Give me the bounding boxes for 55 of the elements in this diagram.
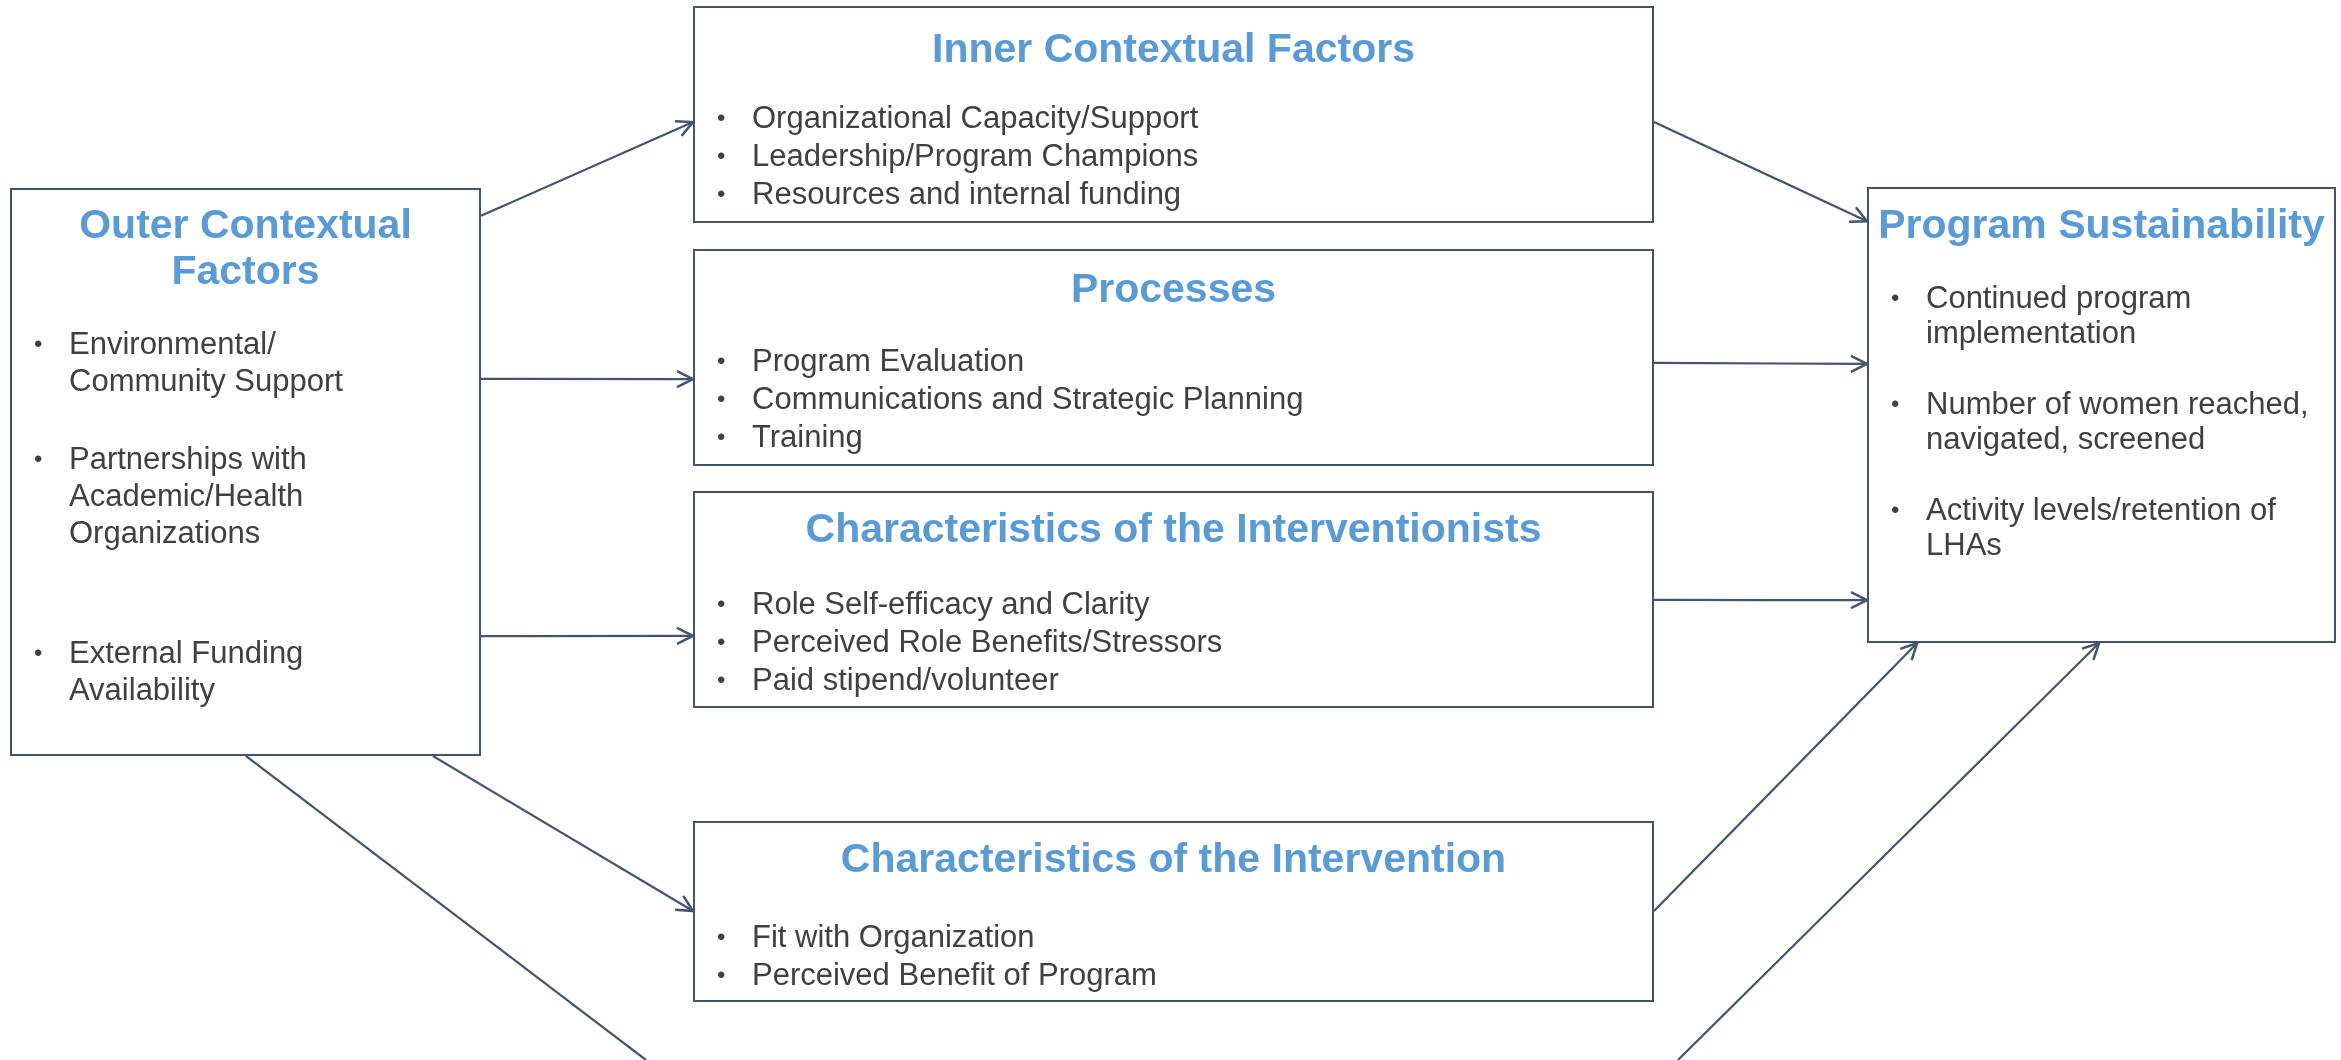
arrow — [1653, 641, 1919, 912]
arrow — [481, 369, 695, 389]
bullet-marker: • — [717, 922, 727, 952]
bullet-marker: • — [717, 384, 727, 414]
bullet-marker: • — [1891, 495, 1901, 525]
box-heading: Outer Contextual Factors — [78, 201, 413, 293]
factor-box — [693, 249, 1654, 466]
bullet-marker: • — [34, 638, 44, 668]
bullet-item: Activity levels/retention of LHAs — [1926, 492, 2277, 562]
box-heading: Inner Contextual Factors — [931, 25, 1416, 71]
bullet-item: Organizational Capacity/Support — [752, 99, 1199, 137]
bullet-item: Program Evaluation — [752, 342, 1025, 380]
bullet-item: Paid stipend/volunteer — [752, 661, 1059, 699]
bullet-marker: • — [34, 444, 44, 474]
bullet-marker: • — [717, 179, 727, 209]
bullet-marker: • — [717, 103, 727, 133]
bullet-marker: • — [717, 589, 727, 619]
arrow — [480, 120, 695, 217]
box-heading: Characteristics of the Interventionists — [804, 505, 1543, 551]
bullet-item: Leadership/Program Champions — [752, 137, 1199, 175]
arrow — [1654, 354, 1869, 374]
bullet-marker: • — [34, 329, 44, 359]
factor-box — [10, 188, 481, 756]
bullet-item: Fit with Organization — [752, 918, 1035, 956]
bullet-marker: • — [717, 960, 727, 990]
bullet-item: Environmental/ Community Support — [69, 325, 344, 399]
factor-box — [693, 6, 1654, 223]
bullet-item: Partnerships with Academic/Health Organizations — [69, 440, 308, 551]
box-heading: Processes — [1069, 265, 1278, 311]
arrow — [481, 626, 695, 646]
bullet-item: Role Self-efficacy and Clarity — [752, 585, 1150, 623]
arrow — [1653, 121, 1869, 223]
bullet-marker: • — [1891, 283, 1901, 313]
bullet-item: Perceived Benefit of Program — [752, 956, 1157, 994]
bullet-item: Number of women reached, navigated, screened — [1926, 386, 2310, 456]
bullet-item: Resources and internal funding — [752, 175, 1182, 213]
arrow — [1677, 641, 2101, 1060]
bullet-marker: • — [717, 422, 727, 452]
factor-box — [693, 491, 1654, 708]
bullet-marker: • — [717, 665, 727, 695]
bullet-marker: • — [717, 346, 727, 376]
bullet-item: Perceived Role Benefits/Stressors — [752, 623, 1223, 661]
arrow — [1654, 590, 1869, 610]
arrow — [432, 755, 695, 913]
bullet-item: Communications and Strategic Planning — [752, 380, 1304, 418]
bullet-item: Training — [752, 418, 863, 456]
bullet-marker: • — [1891, 389, 1901, 419]
factor-box — [693, 821, 1654, 1002]
bullet-item: External Funding Availability — [69, 634, 305, 708]
bullet-marker: • — [717, 627, 727, 657]
bullet-marker: • — [717, 141, 727, 171]
box-heading: Characteristics of the Intervention — [839, 835, 1508, 881]
box-heading: Program Sustainability — [1877, 201, 2326, 247]
bullet-item: Continued program implementation — [1926, 280, 2193, 350]
factor-box — [1867, 187, 2336, 643]
